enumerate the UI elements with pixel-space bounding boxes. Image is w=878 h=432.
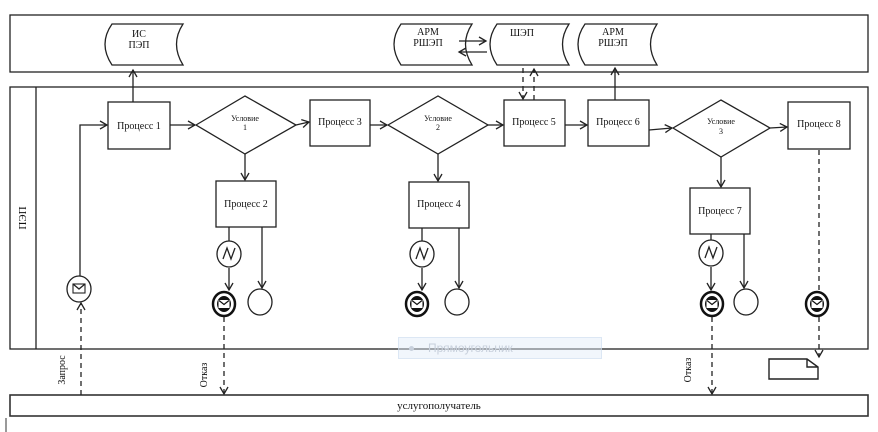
message-start-event-icon	[66, 275, 92, 303]
system-arm-rshep-1: АРМ РШЭП	[393, 23, 474, 66]
svg-text:ПЭП: ПЭП	[128, 40, 149, 51]
timer-event-icon	[409, 240, 435, 268]
process-6: Процесс 6	[587, 99, 650, 147]
process-3: Процесс 3	[309, 99, 371, 147]
svg-text:Процесс 7: Процесс 7	[698, 206, 742, 217]
request-label: Запрос	[57, 355, 68, 385]
system-arm-rshep-2: АРМ РШЭП	[577, 23, 659, 66]
timer-event-icon	[698, 239, 724, 267]
recipient-lane-label: услугополучатель	[397, 400, 481, 412]
svg-text:2: 2	[436, 123, 440, 132]
svg-text:Условие: Условие	[231, 114, 259, 123]
end-event-icon	[733, 288, 759, 316]
end-event-icon	[247, 288, 273, 316]
reject-label-1: Отказ	[199, 363, 210, 388]
process-8: Процесс 8	[787, 101, 851, 150]
pep-lane-label: ПЭП	[17, 206, 29, 229]
process-1: Процесс 1	[107, 101, 171, 150]
process-2: Процесс 2	[215, 180, 277, 228]
svg-text:Процесс 6: Процесс 6	[596, 117, 640, 128]
tooltip-text: Прямоугольник	[428, 341, 513, 355]
timer-event-icon	[216, 240, 242, 268]
svg-text:Условие: Условие	[424, 114, 452, 123]
shape-tooltip: Прямоугольник	[398, 337, 602, 359]
process-7: Процесс 7	[689, 187, 751, 235]
message-end-event-icon	[211, 290, 237, 318]
reject-label-2: Отказ	[683, 358, 694, 383]
svg-text:Процесс 8: Процесс 8	[797, 119, 841, 130]
svg-text:ШЭП: ШЭП	[510, 28, 534, 39]
svg-text:Процесс 3: Процесс 3	[318, 117, 362, 128]
svg-text:АРМ: АРМ	[602, 27, 624, 38]
svg-text:1: 1	[243, 123, 247, 132]
message-end-event-icon	[404, 290, 430, 318]
svg-text:РШЭП: РШЭП	[598, 38, 627, 49]
svg-text:Процесс 2: Процесс 2	[224, 199, 268, 210]
svg-text:Процесс 1: Процесс 1	[117, 121, 161, 132]
recipient-lane	[9, 394, 869, 417]
system-shep: ШЭП	[489, 23, 571, 66]
svg-text:Процесс 4: Процесс 4	[417, 199, 461, 210]
end-event-icon	[444, 288, 470, 316]
svg-text:Процесс 5: Процесс 5	[512, 117, 556, 128]
message-end-event-icon	[699, 290, 725, 318]
svg-text:3: 3	[719, 127, 723, 136]
process-5: Процесс 5	[503, 99, 566, 147]
message-end-event-icon	[804, 290, 830, 318]
svg-text:Условие: Условие	[707, 117, 735, 126]
svg-text:ИС: ИС	[132, 29, 146, 40]
process-4: Процесс 4	[408, 181, 470, 229]
svg-text:АРМ: АРМ	[417, 27, 439, 38]
system-is-pep: ИС ПЭП	[104, 23, 185, 66]
svg-text:РШЭП: РШЭП	[413, 38, 442, 49]
document-icon	[768, 358, 819, 380]
